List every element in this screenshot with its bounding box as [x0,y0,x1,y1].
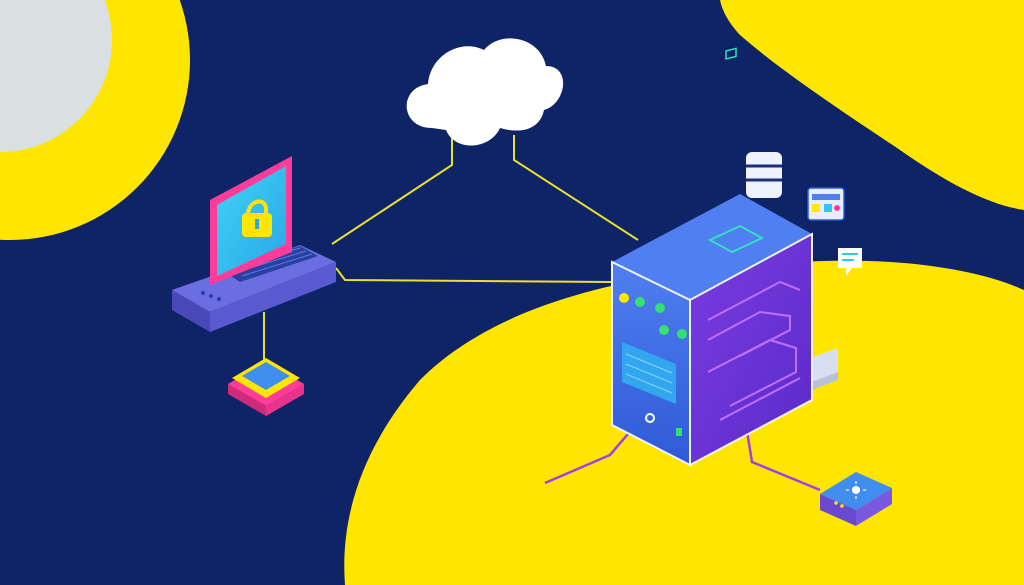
server-top [612,194,812,300]
button-device-icon [228,358,304,416]
network-links [331,135,639,283]
server-circuit [707,280,801,421]
server-tower-icon [611,47,838,467]
chat-bubble-icon [838,248,862,276]
server-power-light [645,413,655,423]
router-icon [820,472,892,526]
lock-icon [242,199,272,237]
cloud-icon [406,38,564,146]
laptop-lock-icon [172,156,336,332]
link-laptop-server [335,267,613,283]
yellow-blob-top-right [720,0,1024,210]
link-cloud-laptop [331,138,453,245]
status-card-icon [807,187,845,221]
database-icon [746,152,782,198]
cable-right [744,424,821,492]
link-cloud-server [513,135,639,241]
moon-shape [0,0,112,152]
